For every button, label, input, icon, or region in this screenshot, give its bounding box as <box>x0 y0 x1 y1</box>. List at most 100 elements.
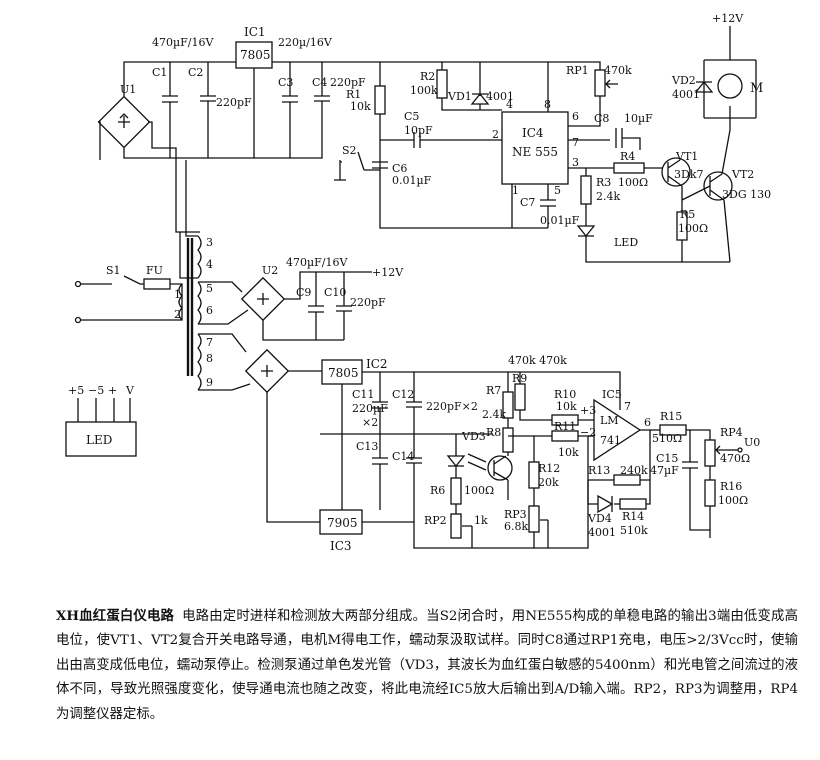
resistor-r7 <box>502 391 514 419</box>
c6-label: C6 <box>392 162 407 175</box>
r9-r10-value: 470k 470k <box>508 354 567 367</box>
c9-value: 470µF/16V <box>286 256 348 269</box>
transistor-vt1 <box>661 157 691 187</box>
r3-label: R3 <box>596 176 611 189</box>
rp3-label: RP3 <box>504 508 527 521</box>
rp1-wiper <box>605 79 618 89</box>
diode-vd2 <box>694 80 714 93</box>
tr-pin8: 8 <box>206 352 213 365</box>
resistor-r3 <box>580 175 592 205</box>
c8-value: 10µF <box>624 112 653 125</box>
led-label: LED <box>614 236 638 249</box>
r2-value: 100k <box>410 84 438 97</box>
tr-pin5: 5 <box>206 282 213 295</box>
u2-symbol <box>257 293 269 305</box>
c1-label: C1 <box>152 66 167 79</box>
opamp-ic5 <box>593 398 642 462</box>
transformer-primary <box>178 283 183 321</box>
mains-terminal-1 <box>74 280 82 288</box>
led-pin-plus: + <box>108 384 117 397</box>
r6-label: R6 <box>430 484 445 497</box>
led-box-pins <box>77 398 131 422</box>
plus5-rail <box>362 371 621 410</box>
phototransistor-symbol <box>493 455 509 500</box>
ic4-label: IC4 <box>522 126 544 140</box>
r3-value: 2.4k <box>596 190 620 203</box>
mid-plus12v-label: +12V <box>372 266 404 279</box>
mid-ground-wire <box>320 384 492 510</box>
capacitor-c11 <box>372 372 388 434</box>
r12-label: R12 <box>538 462 560 475</box>
led-display-block: LED +5 −5 + V <box>65 384 137 457</box>
c4-label: C4 <box>312 76 327 89</box>
capacitor-c4 <box>314 62 330 150</box>
potentiometer-rp4 <box>704 439 716 467</box>
vt1-value: 3Dk7 <box>674 168 703 181</box>
mains-terminal-2 <box>74 316 82 324</box>
mains-input-wires <box>78 275 183 321</box>
tr-pin7: 7 <box>206 336 213 349</box>
figure-caption: XH血红蛋白仪电路电路由定时进样和检测放大两部分组成。当S2闭合时，用NE555… <box>56 604 798 727</box>
ic4-pin4: 4 <box>506 98 513 111</box>
ic2-type: 7805 <box>328 366 359 380</box>
capacitor-c6 <box>372 161 388 169</box>
minus5-rail <box>362 480 589 549</box>
rp3-wiper <box>533 519 549 548</box>
r15-value: 510Ω <box>652 432 682 445</box>
r16-value: 100Ω <box>718 494 748 507</box>
ic5-pin7: 7 <box>624 400 631 413</box>
c11-label: C11 <box>352 388 374 401</box>
diode-vd4 <box>597 494 614 514</box>
c10-value: 220pF <box>350 296 386 309</box>
resistor-r12 <box>528 461 540 489</box>
output-label: U0 <box>744 436 760 449</box>
transformer-secondary-5-6 <box>197 281 202 325</box>
c12-value: 220pF×2 <box>426 400 478 413</box>
c15-label: C15 <box>656 452 678 465</box>
detection-amplifier-section: 7805 IC2 7905 IC3 C11 220µF ×2 C12 220pF… <box>198 333 760 553</box>
top-plus12v-label: +12V <box>712 12 744 25</box>
ic5-pin6: 6 <box>644 416 651 429</box>
rp4-value: 470Ω <box>720 452 750 465</box>
vd2-label: VD2 <box>671 74 696 87</box>
resistor-r14 <box>619 498 647 510</box>
ic5-label: IC5 <box>602 388 622 401</box>
ic1-label: IC1 <box>244 25 266 39</box>
r1-value: 10k <box>350 100 371 113</box>
capacitor-c5 <box>380 132 502 148</box>
transformer-core <box>186 238 194 376</box>
bottom-bridge-symbol <box>261 365 273 377</box>
u1-ac-wires <box>98 121 200 233</box>
motor-label: M <box>750 81 763 96</box>
c13-label: C13 <box>356 440 378 453</box>
secondary-to-u1-wires <box>179 160 198 279</box>
resistor-r9 <box>514 383 526 411</box>
r4-value: 100Ω <box>618 176 648 189</box>
capacitor-c12 <box>406 372 422 434</box>
tr-pin9: 9 <box>206 376 213 389</box>
rp1-value: 470k <box>604 64 632 77</box>
ic4-type: NE 555 <box>512 145 558 159</box>
resistor-r1 <box>374 85 386 115</box>
capacitor-c8 <box>615 128 641 150</box>
rp2-value: 1k <box>474 514 488 527</box>
c9-label: C9 <box>296 286 311 299</box>
capacitor-c2 <box>200 62 216 158</box>
capacitor-c7 <box>540 199 556 228</box>
c10-label: C10 <box>324 286 346 299</box>
ic5-type-a: LM <box>600 414 619 427</box>
r14-value: 510k <box>620 524 648 537</box>
vt-ground-wire <box>585 240 730 263</box>
switch-s2-terminal <box>334 160 346 181</box>
ic4-pin6: 6 <box>572 110 579 123</box>
caption-body: 电路由定时进样和检测放大两部分组成。当S2闭合时，用NE555构成的单稳电路的输… <box>56 609 798 722</box>
capacitor-c15 <box>682 429 711 531</box>
c3-label: C3 <box>278 76 293 89</box>
r9-label: R9 <box>512 372 527 385</box>
ic1-type: 7805 <box>240 48 271 62</box>
c4-value: 220pF <box>330 76 366 89</box>
capacitor-c3 <box>282 62 298 158</box>
r7-value: 2.4k <box>482 408 506 421</box>
r5-value: 100Ω <box>678 222 708 235</box>
led-indicator <box>576 204 596 256</box>
